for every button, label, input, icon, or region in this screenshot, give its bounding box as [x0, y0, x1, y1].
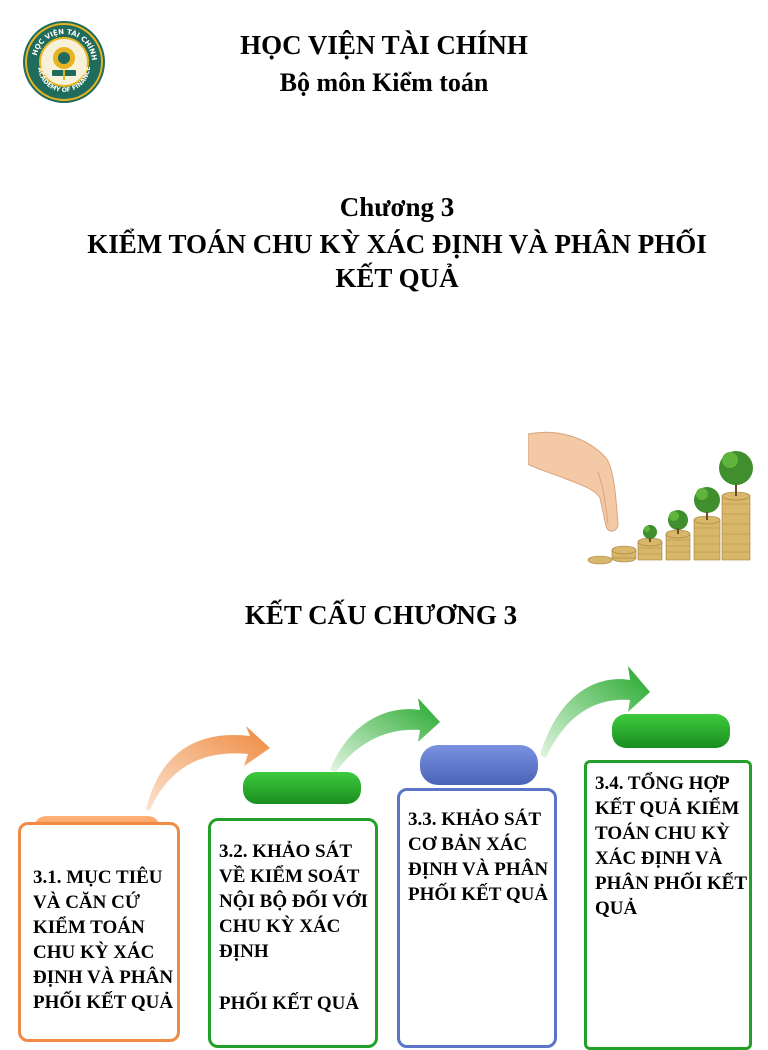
step-arrow-2	[330, 698, 440, 772]
academy-logo: HỌC VIỆN TÀI CHÍNH ACADEMY OF FINANCE	[23, 21, 105, 103]
coins-growth-illustration	[528, 431, 753, 565]
section-card-2: 3.2. KHẢO SÁT VỀ KIỂM SOÁT NỘI BỘ ĐỐI VỚ…	[208, 818, 378, 1048]
structure-title: KẾT CẤU CHƯƠNG 3	[244, 600, 518, 630]
department-name: Bộ môn Kiểm toán	[279, 68, 489, 97]
section-1-text: 3.1. MỤC TIÊU VÀ CĂN CỨ KIỂM TOÁN CHU KỲ…	[33, 867, 174, 1013]
section-2-continuation: PHỐI KẾT QUẢ	[219, 993, 360, 1014]
section-4-text: 3.4. TỔNG HỢP KẾT QUẢ KIỂM TOÁN CHU KỲ X…	[595, 773, 747, 919]
step-arrow-1	[146, 726, 270, 810]
section-card-3: 3.3. KHẢO SÁT CƠ BẢN XÁC ĐỊNH VÀ PHÂN PH…	[397, 788, 557, 1048]
step-pill-3	[420, 745, 538, 785]
cover-slide: HỌC VIỆN TÀI CHÍNH ACADEMY OF FINANCE HỌ…	[23, 21, 753, 565]
step-pill-4	[612, 714, 730, 748]
section-card-1: 3.1. MỤC TIÊU VÀ CĂN CỨ KIỂM TOÁN CHU KỲ…	[18, 822, 180, 1042]
structure-slide: KẾT CẤU CHƯƠNG 3	[0, 580, 768, 1050]
section-3-text: 3.3. KHẢO SÁT CƠ BẢN XÁC ĐỊNH VÀ PHÂN PH…	[408, 809, 549, 905]
chapter-title: KIỂM TOÁN CHU KỲ XÁC ĐỊNH VÀ PHÂN PHỐI K…	[87, 229, 707, 293]
institution-name: HỌC VIỆN TÀI CHÍNH	[240, 30, 528, 60]
section-card-4: 3.4. TỔNG HỢP KẾT QUẢ KIỂM TOÁN CHU KỲ X…	[584, 760, 752, 1050]
chapter-label: Chương 3	[339, 192, 455, 222]
step-arrow-3	[540, 666, 650, 758]
section-2-text: 3.2. KHẢO SÁT VỀ KIỂM SOÁT NỘI BỘ ĐỐI VỚ…	[219, 841, 369, 962]
step-pill-2	[243, 772, 361, 804]
